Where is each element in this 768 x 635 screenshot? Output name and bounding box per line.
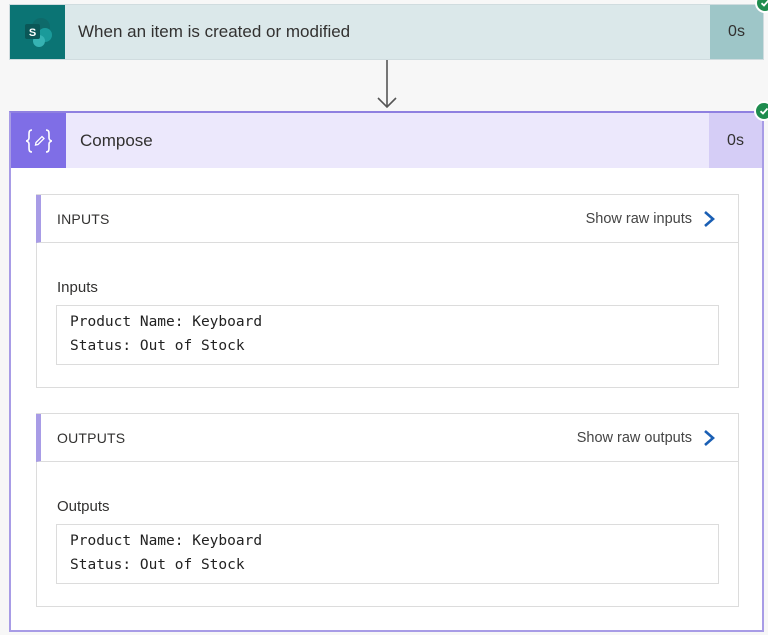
outputs-section-title: OUTPUTS xyxy=(57,429,126,446)
success-check-icon xyxy=(754,101,768,121)
show-raw-inputs-label: Show raw inputs xyxy=(585,210,692,227)
inputs-line: Product Name: Keyboard xyxy=(70,314,263,330)
arrow-down-icon xyxy=(376,60,398,110)
compose-title: Compose xyxy=(80,130,153,150)
show-raw-inputs-link[interactable]: Show raw inputs xyxy=(586,210,716,228)
compose-card: Compose 0s INPUTS Show raw inputs Inputs… xyxy=(9,101,768,632)
show-raw-outputs-link[interactable]: Show raw outputs xyxy=(577,429,716,447)
outputs-line: Product Name: Keyboard xyxy=(70,533,263,549)
outputs-section-header: OUTPUTS Show raw outputs xyxy=(36,414,738,462)
success-check-icon xyxy=(755,0,768,13)
chevron-right-icon xyxy=(704,429,715,446)
show-raw-outputs-label: Show raw outputs xyxy=(576,429,692,446)
inputs-section-header: INPUTS Show raw inputs xyxy=(36,195,738,243)
chevron-right-icon xyxy=(704,210,715,227)
outputs-field-label: Outputs xyxy=(57,498,110,515)
inputs-section-title: INPUTS xyxy=(57,210,110,227)
compose-header[interactable]: Compose 0s xyxy=(11,113,762,168)
inputs-line: Status: Out of Stock xyxy=(70,338,245,354)
inputs-section: INPUTS Show raw inputs Inputs Product Na… xyxy=(36,194,739,388)
compose-duration: 0s xyxy=(709,113,762,168)
compose-braces-icon xyxy=(11,113,66,168)
outputs-line: Status: Out of Stock xyxy=(70,557,245,573)
outputs-section: OUTPUTS Show raw outputs Outputs Product… xyxy=(36,413,739,607)
trigger-title: When an item is created or modified xyxy=(78,22,351,41)
trigger-card[interactable]: S When an item is created or modified 0s xyxy=(9,0,768,60)
svg-text:S: S xyxy=(28,27,35,39)
trigger-duration: 0s xyxy=(710,5,763,59)
sharepoint-icon: S xyxy=(10,5,65,59)
inputs-field-label: Inputs xyxy=(57,279,98,296)
